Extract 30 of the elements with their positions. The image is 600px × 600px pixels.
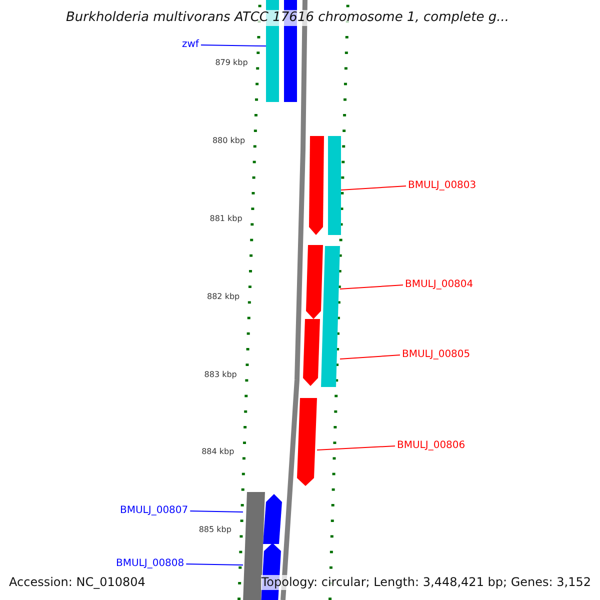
gene-label: BMULJ_00806 — [397, 440, 466, 452]
scale-label: 882 kbp — [207, 292, 240, 302]
scale-label: 884 kbp — [202, 447, 234, 457]
map-title: Burkholderia multivorans ATCC 17616 chromosome 1, complete g... — [66, 10, 509, 26]
gene-feature — [263, 494, 282, 544]
gene-label: zwf — [182, 39, 199, 51]
scale-label: 881 kbp — [210, 214, 242, 224]
gene-label: BMULJ_00803 — [408, 180, 476, 192]
scale-label: 885 kbp — [198, 525, 232, 535]
gene-feature — [328, 136, 341, 235]
gene-feature — [309, 136, 324, 235]
leader-line — [186, 564, 244, 566]
leader-line — [340, 354, 400, 360]
leader-line — [316, 446, 396, 450]
leader-line — [340, 284, 404, 290]
leader-line — [190, 510, 244, 512]
gene-feature — [306, 245, 323, 319]
scale-label: 883 kbp — [204, 370, 237, 380]
gene-feature — [297, 398, 317, 486]
scale-label: 879 kbp — [215, 58, 248, 68]
leader-line — [340, 186, 406, 190]
genome-summary-text: Topology: circular; Length: 3,448,421 bp; Genes: 3,152 — [261, 575, 591, 590]
scale-label: 880 kbp — [212, 136, 246, 146]
gene-label: BMULJ_00808 — [116, 558, 184, 570]
accession-text: Accession: NC_010804 — [9, 575, 146, 590]
gene-label: BMULJ_00807 — [120, 505, 188, 517]
gene-label: BMULJ_00804 — [405, 279, 474, 291]
leader-line — [200, 44, 266, 46]
gene-feature — [321, 246, 340, 387]
gene-label: BMULJ_00805 — [402, 349, 470, 361]
